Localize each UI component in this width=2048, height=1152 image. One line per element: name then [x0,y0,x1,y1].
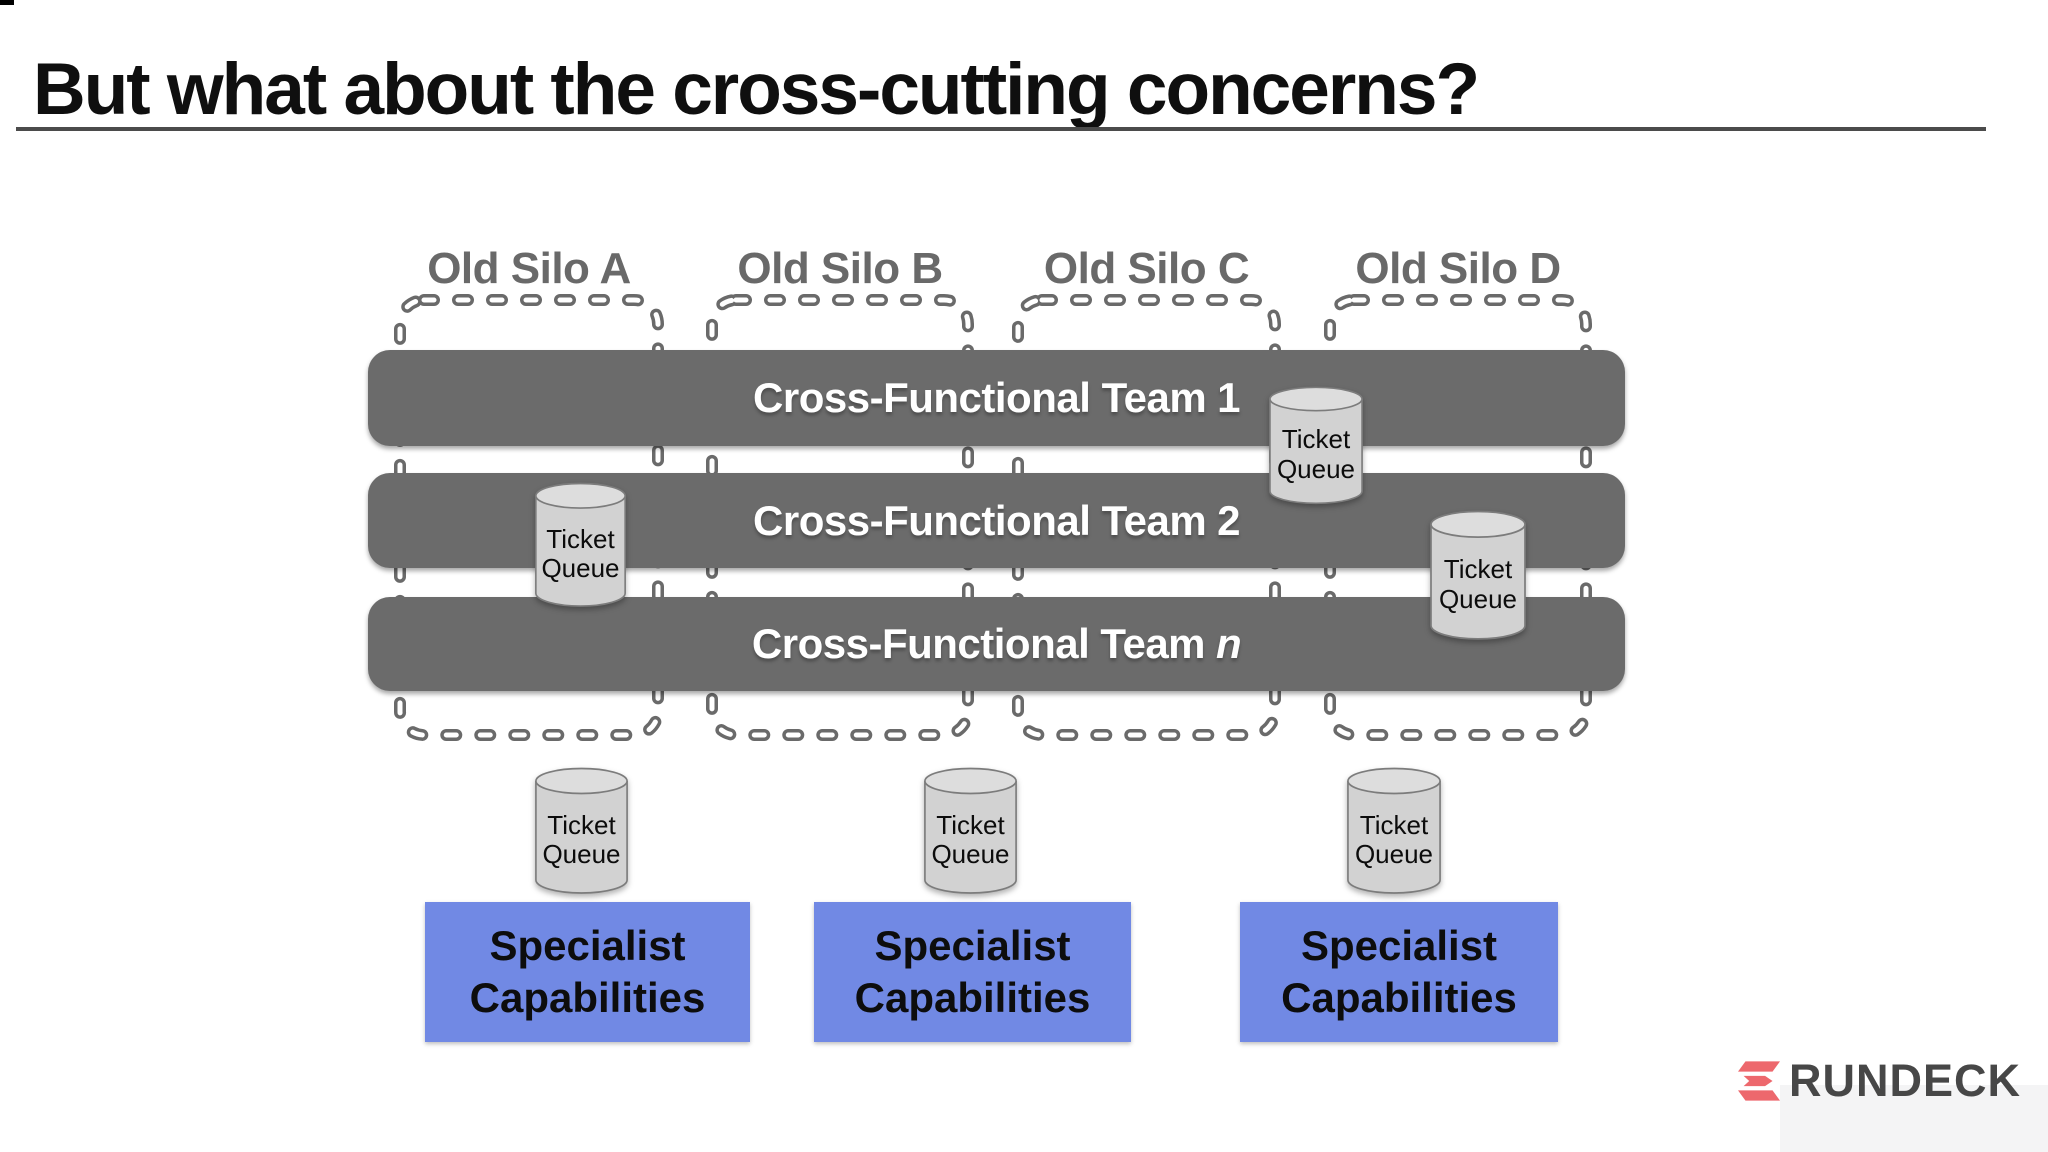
silo-label-a: Old Silo A [427,244,631,293]
specialist-box-1: Specialist Capabilities [425,902,750,1042]
ticket-queue-label: Ticket Queue [931,809,1010,869]
slide-title: But what about the cross-cutting concern… [33,49,1480,130]
cylinder-shape [1430,510,1526,640]
cylinder-shape [535,767,628,894]
bottom-right-strip [1780,1085,2048,1152]
silo-label-b: Old Silo B [737,244,943,293]
ticket-queue-cylinder-4: Ticket Queue [533,767,630,897]
ticket-queue-label: Ticket Queue [1276,424,1356,484]
cylinder-shape [1269,386,1363,505]
cylinder-shape [924,767,1017,894]
cylinder-shape [1347,767,1441,894]
specialist-label: Specialist Capabilities [1281,921,1517,1022]
specialist-box-2: Specialist Capabilities [814,902,1131,1042]
title-underline [16,127,1986,131]
ticket-queue-cylinder-6: Ticket Queue [1345,767,1443,897]
ticket-queue-cylinder-3: Ticket Queue [1428,510,1528,643]
cylinder-shape [535,482,626,607]
ticket-queue-cylinder-1: Ticket Queue [1267,386,1365,507]
rundeck-logo-text: RUNDECK [1789,1055,2021,1106]
specialist-label: Specialist Capabilities [469,921,706,1022]
specialist-box-3: Specialist Capabilities [1240,902,1558,1042]
ticket-queue-label: Ticket Queue [541,523,620,583]
specialist-label: Specialist Capabilities [854,921,1091,1022]
rundeck-logo: RUNDECK [1738,1055,2021,1106]
ticket-queue-label: Ticket Queue [1354,809,1434,869]
ticket-queue-label: Ticket Queue [542,809,621,869]
corner-artifact [0,0,14,5]
silo-label-d: Old Silo D [1355,244,1561,293]
rundeck-logo-icon [1738,1061,1780,1101]
silo-label-c: Old Silo C [1043,244,1250,293]
ticket-queue-cylinder-2: Ticket Queue [533,482,628,610]
ticket-queue-label: Ticket Queue [1438,554,1518,614]
ticket-queue-cylinder-5: Ticket Queue [922,767,1019,897]
